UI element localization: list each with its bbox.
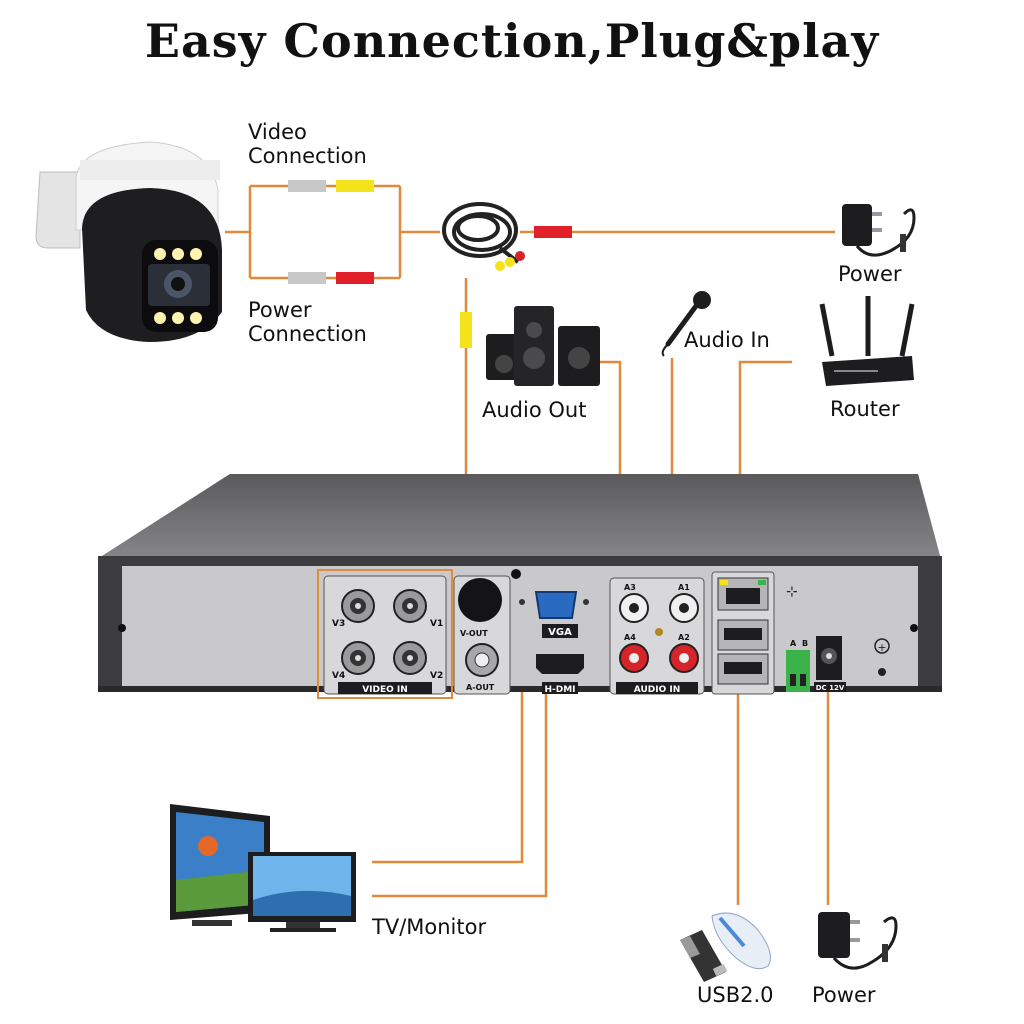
power-top-label: Power xyxy=(838,262,902,286)
rs485-b-label: B xyxy=(802,639,808,648)
v1-label: V1 xyxy=(430,619,443,629)
video-plug-grey xyxy=(288,180,326,192)
v2-label: V2 xyxy=(430,671,443,681)
video-connection-label-1: Video xyxy=(248,120,307,144)
power-connection-label-1: Power xyxy=(248,298,312,322)
microphone-icon xyxy=(661,291,711,357)
power-connection-label-2: Connection xyxy=(248,322,367,346)
display-ports: VGA H-DMI xyxy=(519,591,589,695)
ground-icon: + xyxy=(877,641,886,654)
a-out-label: A-OUT xyxy=(466,683,495,692)
a4-label: A4 xyxy=(624,633,636,642)
mouse-icon xyxy=(711,912,771,970)
a2-label: A2 xyxy=(678,633,690,642)
power-adapter-icon-bottom xyxy=(818,912,898,970)
bnc-port-v2[interactable] xyxy=(393,641,427,675)
audio-in-a1[interactable] xyxy=(669,593,699,623)
router-label: Router xyxy=(830,397,900,421)
video-plug-yellow-2 xyxy=(460,312,472,348)
tv-monitor-label: TV/Monitor xyxy=(372,915,487,939)
video-plug-yellow xyxy=(336,180,374,192)
hdmi-label: H-DMI xyxy=(544,685,575,695)
a3-label: A3 xyxy=(624,583,636,592)
power-plug-red xyxy=(336,272,374,284)
video-in-label: VIDEO IN xyxy=(362,685,408,695)
vga-port[interactable] xyxy=(534,591,578,619)
video-connection-label-2: Connection xyxy=(248,144,367,168)
audio-in-panel-label: AUDIO IN xyxy=(634,685,680,695)
power-plug-red-2 xyxy=(534,226,572,238)
rs485-terminal[interactable] xyxy=(786,650,810,692)
power-plug-grey xyxy=(288,272,326,284)
v-out-plug xyxy=(458,578,502,622)
power-bottom-label: Power xyxy=(812,983,876,1007)
usb-label: USB2.0 xyxy=(697,983,774,1007)
dc-label: DC 12V xyxy=(816,684,845,692)
a-out-port[interactable] xyxy=(465,643,499,677)
usb-drive-icon xyxy=(680,930,728,982)
power-adapter-icon xyxy=(842,204,916,257)
page-title: Easy Connection,Plug&play xyxy=(144,14,880,68)
vga-label: VGA xyxy=(548,627,572,638)
v3-label: V3 xyxy=(332,619,345,629)
bnc-port-v1[interactable] xyxy=(393,589,427,623)
a1-label: A1 xyxy=(678,583,690,592)
router-icon xyxy=(819,296,915,386)
audio-in-a4[interactable] xyxy=(619,643,649,673)
network-icon: ⊹ xyxy=(786,584,798,600)
bnc-port-v3[interactable] xyxy=(341,589,375,623)
v4-label: V4 xyxy=(332,671,345,681)
speaker-icon xyxy=(486,306,600,386)
audio-in-block: A3 A1 A4 A2 AUDIO IN xyxy=(609,577,705,695)
audio-in-a3[interactable] xyxy=(619,593,649,623)
output-block: V-OUT A-OUT xyxy=(453,575,511,695)
rs485-a-label: A xyxy=(790,639,797,648)
dvr-recorder xyxy=(98,474,942,692)
bnc-port-v4[interactable] xyxy=(341,641,375,675)
audio-in-label: Audio In xyxy=(684,328,770,352)
v-out-label: V-OUT xyxy=(460,629,488,638)
video-in-block: V3 V1 V4 V2 VIDEO IN xyxy=(317,569,453,699)
ptz-camera-icon xyxy=(35,141,222,342)
lan-usb-block: ⊹ xyxy=(711,571,798,695)
bnc-cable-icon xyxy=(442,202,525,271)
tv-monitor-icon xyxy=(170,804,356,932)
hdmi-port[interactable] xyxy=(536,654,584,674)
power-block: A B DC 12V + xyxy=(786,636,890,692)
audio-out-label: Audio Out xyxy=(482,398,587,422)
audio-in-a2[interactable] xyxy=(669,643,699,673)
